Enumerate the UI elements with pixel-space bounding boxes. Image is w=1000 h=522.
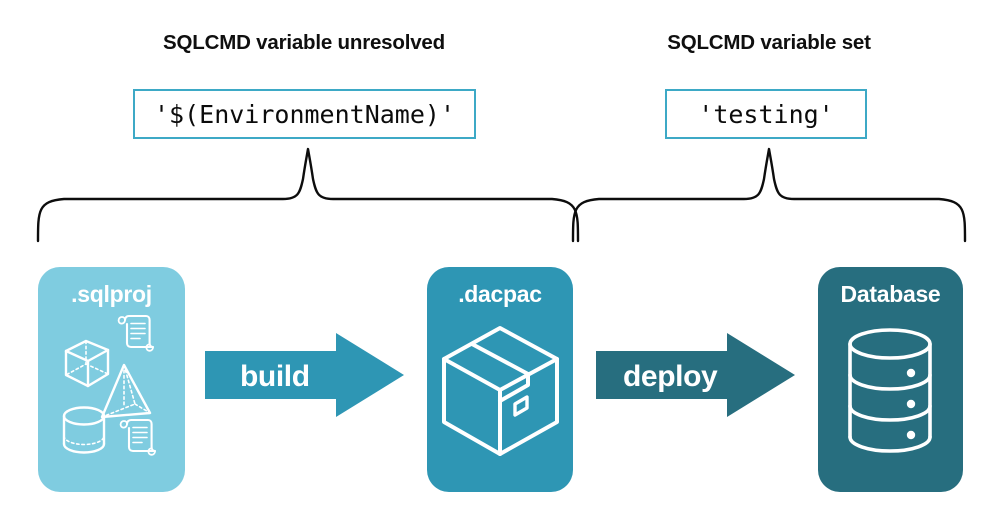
code-box-testing: 'testing' bbox=[665, 89, 867, 139]
card-database-artwork bbox=[818, 311, 963, 492]
arrow-deploy bbox=[596, 331, 796, 424]
script-scroll-icon bbox=[119, 418, 157, 456]
card-dacpac-title: .dacpac bbox=[458, 281, 542, 307]
sqlproj-shapes-group bbox=[62, 314, 157, 456]
card-sqlproj[interactable]: .sqlproj bbox=[38, 267, 185, 492]
code-box-environment-name: '$(EnvironmentName)' bbox=[133, 89, 476, 139]
database-dot-icon bbox=[906, 430, 916, 440]
database-dot-icon bbox=[906, 399, 916, 409]
heading-sqlcmd-variable-set: SQLCMD variable set bbox=[667, 31, 871, 54]
card-sqlproj-title: .sqlproj bbox=[71, 281, 152, 307]
build-arrow-icon bbox=[205, 333, 404, 417]
heading-sqlcmd-variable-unresolved: SQLCMD variable unresolved bbox=[163, 31, 445, 54]
cylinder-icon bbox=[62, 406, 106, 454]
database-cylinder-icon bbox=[848, 328, 932, 453]
card-dacpac[interactable]: .dacpac bbox=[427, 267, 573, 492]
package-box-icon bbox=[442, 326, 559, 456]
pyramid-icon bbox=[100, 363, 152, 419]
brace-right-icon bbox=[571, 147, 967, 243]
card-database-title: Database bbox=[840, 281, 941, 307]
cube-icon bbox=[64, 339, 110, 388]
deploy-arrow-icon bbox=[596, 333, 795, 417]
brace-right bbox=[565, 145, 977, 250]
build-arrow-label: build bbox=[240, 360, 310, 393]
brace-left bbox=[30, 145, 590, 250]
database-dot-icon bbox=[906, 368, 916, 378]
card-sqlproj-artwork bbox=[38, 311, 185, 492]
card-database[interactable]: Database bbox=[818, 267, 963, 492]
brace-left-icon bbox=[36, 147, 580, 243]
arrow-build bbox=[205, 331, 405, 424]
script-scroll-icon bbox=[117, 314, 155, 352]
deploy-arrow-label: deploy bbox=[623, 360, 718, 393]
card-dacpac-artwork bbox=[427, 311, 573, 492]
